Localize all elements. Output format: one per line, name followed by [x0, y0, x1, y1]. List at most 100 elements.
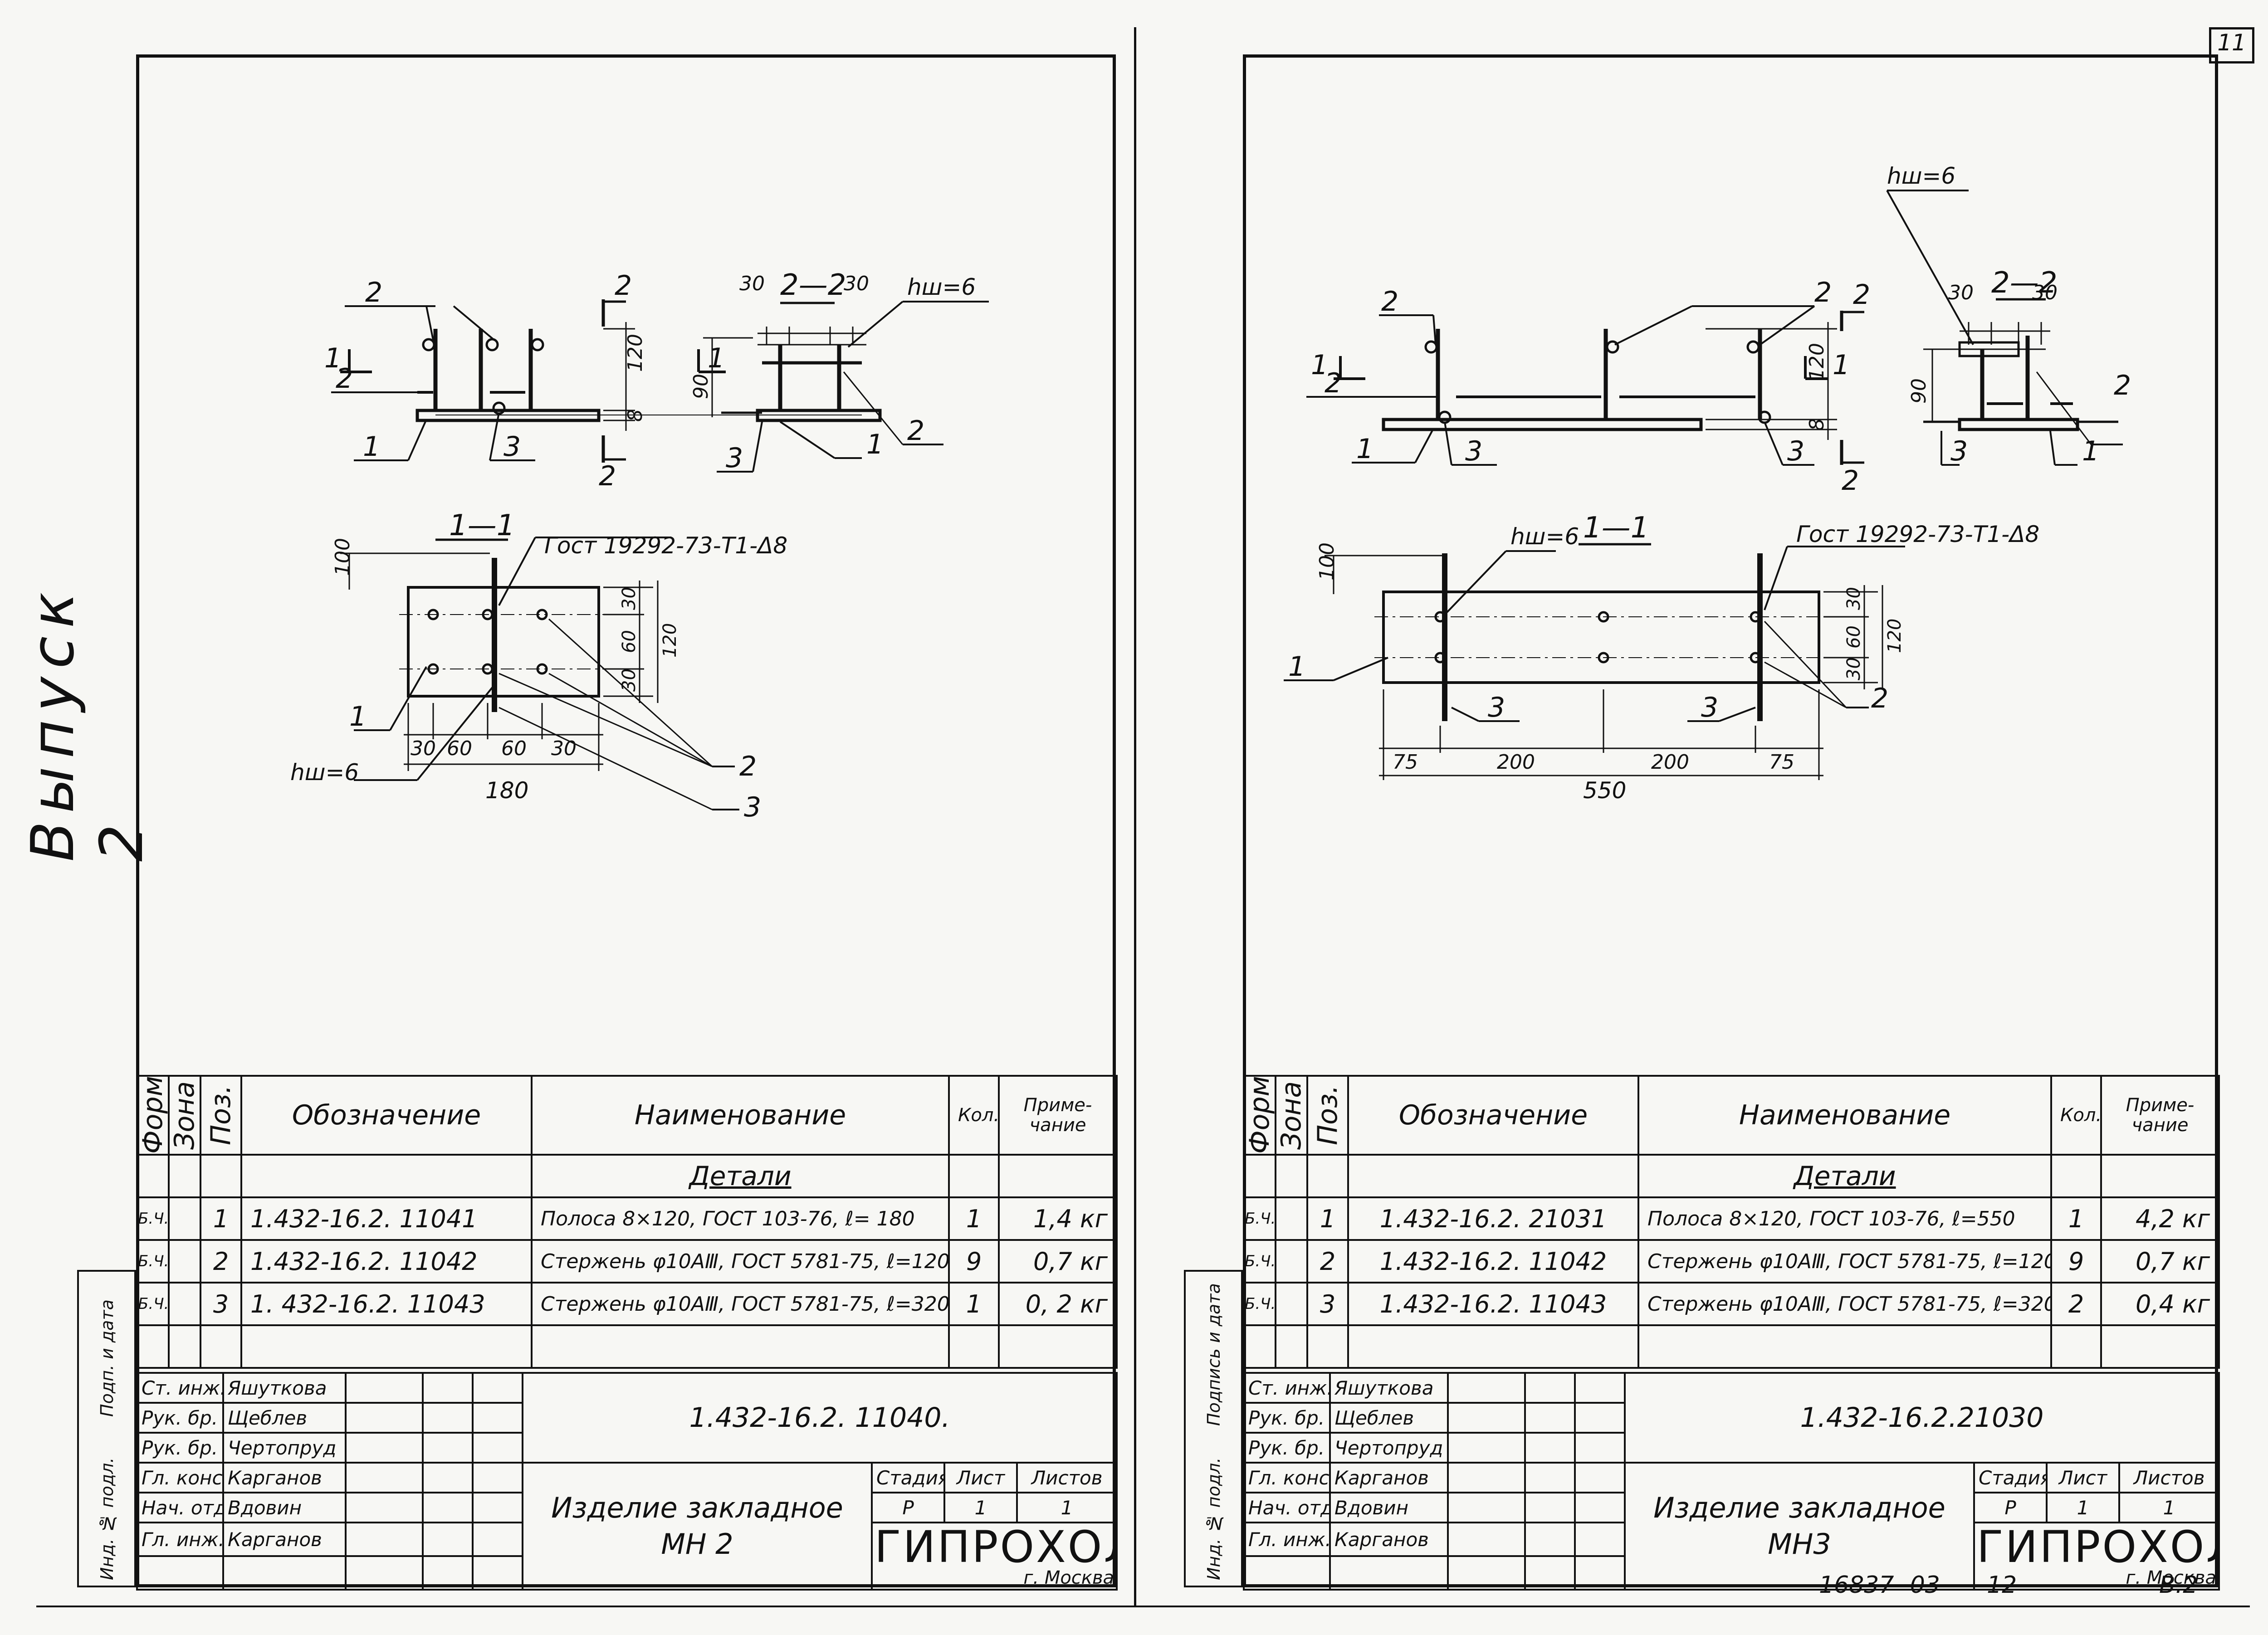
dim-label: 120: [1884, 619, 1905, 653]
pos-label: 3: [726, 442, 743, 474]
dim-label: 120: [1805, 343, 1828, 381]
side-strip-left: Подп. и дата Инд. № подл.: [77, 1270, 136, 1587]
pos-label: 1: [1288, 651, 1305, 683]
org-name: ГИПРОХОЛОДг. Москва: [1973, 1522, 2220, 1591]
dim-label: 120: [660, 623, 680, 658]
col-note: Приме- чание: [2100, 1075, 2220, 1156]
sheet-divider: [1134, 27, 1136, 1606]
pos-label: 3: [1465, 435, 1482, 467]
col-designation: Обозначение: [1347, 1075, 1639, 1156]
dim-label: 100: [1315, 542, 1339, 581]
section-2-2-right: [1886, 190, 2123, 466]
dim-label: 30: [411, 737, 436, 760]
footer-format: В.2: [2159, 1572, 2198, 1599]
pos-label: 2: [1871, 683, 1888, 714]
dim-label: 30: [551, 737, 577, 760]
section-2-2-left: [703, 301, 989, 473]
dim-label: 30: [1843, 587, 1864, 610]
pos-label: 3: [744, 791, 761, 823]
section-title: 1—1: [449, 509, 515, 542]
footer-archive-number: 16837- 03: [1819, 1572, 1940, 1599]
pos-label: 3: [503, 431, 521, 463]
pos-label: 1: [349, 701, 367, 732]
side-strip-right: Подпись и дата Инд. № подл.: [1184, 1270, 1243, 1587]
col-name: Наименование: [531, 1075, 950, 1156]
dim-label: 30: [619, 587, 640, 610]
pos-label: 2: [2114, 370, 2131, 401]
side-inv-no: Инд. № подл.: [1204, 1457, 1224, 1580]
cut-label: 1: [324, 342, 342, 374]
weld-label: hш=6: [290, 759, 359, 786]
gost-weld-label: Гост 19292-73-Т1-Δ8: [544, 532, 787, 559]
dim-label: 60: [447, 737, 472, 760]
cut-label: 2: [615, 270, 632, 302]
dim-label: 8: [624, 409, 647, 422]
dim-label: 180: [485, 777, 528, 804]
dim-label: 75: [1393, 751, 1418, 774]
dim-label: 30: [619, 669, 640, 692]
pos-label: 2: [1325, 367, 1342, 399]
dim-label: 120: [624, 334, 647, 372]
dim-label: 75: [1769, 751, 1794, 774]
dim-label: 30: [1843, 657, 1864, 680]
side-inv-no: Инд. № подл.: [97, 1457, 117, 1580]
drawing-right: 2 2 2 1 3 3 1 1 2 2 120 8 2—2 hш=6 30: [1284, 163, 2131, 804]
spec-section: Детали: [1637, 1154, 2052, 1198]
doc-number: 1.432-16.2.21030: [1623, 1372, 2220, 1464]
pos-label: 3: [1701, 692, 1718, 723]
pos-label: 2: [1381, 286, 1398, 317]
dim-label: 60: [1843, 625, 1864, 649]
section-1-1-left: [340, 537, 739, 810]
pos-label: 3: [1787, 435, 1804, 467]
col-format: Формат: [1244, 1076, 1276, 1155]
dim-label: 90: [689, 374, 713, 399]
col-name: Наименование: [1637, 1075, 2052, 1156]
cut-label: 1: [1311, 349, 1328, 381]
cut-label: 1: [708, 342, 725, 374]
spec-table-left: Формат Зона Поз. Обозначение Наименовани…: [136, 1075, 1118, 1369]
dim-label: 200: [1497, 751, 1535, 774]
section-title: 1—1: [1583, 511, 1649, 545]
col-qty: Кол.: [948, 1075, 1000, 1156]
weld-label: hш=6: [1510, 523, 1579, 550]
footer-page-number: 12: [1987, 1572, 2017, 1599]
title-block-right: Ст. инж.Яшуткова 1.432-16.2.21030 Рук. б…: [1243, 1372, 2220, 1591]
pos-label: 1: [866, 429, 884, 460]
title-block-left: Ст. инж.Яшуткова 1.432-16.2. 11040. Рук.…: [136, 1372, 1118, 1591]
pos-label: 1: [1356, 433, 1374, 465]
dim-label: 30: [2032, 281, 2058, 304]
spec-table-right: Формат Зона Поз. Обозначение Наименовани…: [1243, 1075, 2220, 1369]
cut-label: 2: [599, 460, 616, 492]
pos-label: 1: [2082, 435, 2099, 467]
section-title: 2—2: [1991, 266, 2057, 300]
pos-label: 3: [1488, 692, 1505, 723]
col-zone: Зона: [1276, 1076, 1307, 1155]
col-zone: Зона: [169, 1076, 200, 1155]
spec-section: Детали: [531, 1154, 950, 1198]
section-1-1-right: [1284, 543, 1905, 780]
pos-label: 2: [365, 277, 382, 308]
pos-label: 1: [363, 431, 380, 463]
weld-label: hш=6: [907, 274, 976, 300]
cut-label: 1: [1833, 349, 1850, 381]
pos-label: 2: [1814, 277, 1832, 308]
cut-label: 2: [1853, 279, 1870, 311]
doc-number: 1.432-16.2. 11040.: [521, 1372, 1118, 1464]
dim-label: 30: [739, 272, 765, 295]
side-sign-date: Подп. и дата: [97, 1299, 117, 1417]
dim-label: 30: [1948, 281, 1974, 304]
col-pos: Поз.: [1307, 1076, 1348, 1155]
sheet-number-top: 11: [2209, 27, 2254, 63]
pos-label: 2: [907, 415, 924, 447]
dim-label: 60: [501, 737, 527, 760]
drawing-left: 2 2 1 3 1 1 2 2 120 8 2—2 hш=6 30 30 90 …: [290, 268, 989, 823]
page-bottom-line: [36, 1606, 2250, 1607]
